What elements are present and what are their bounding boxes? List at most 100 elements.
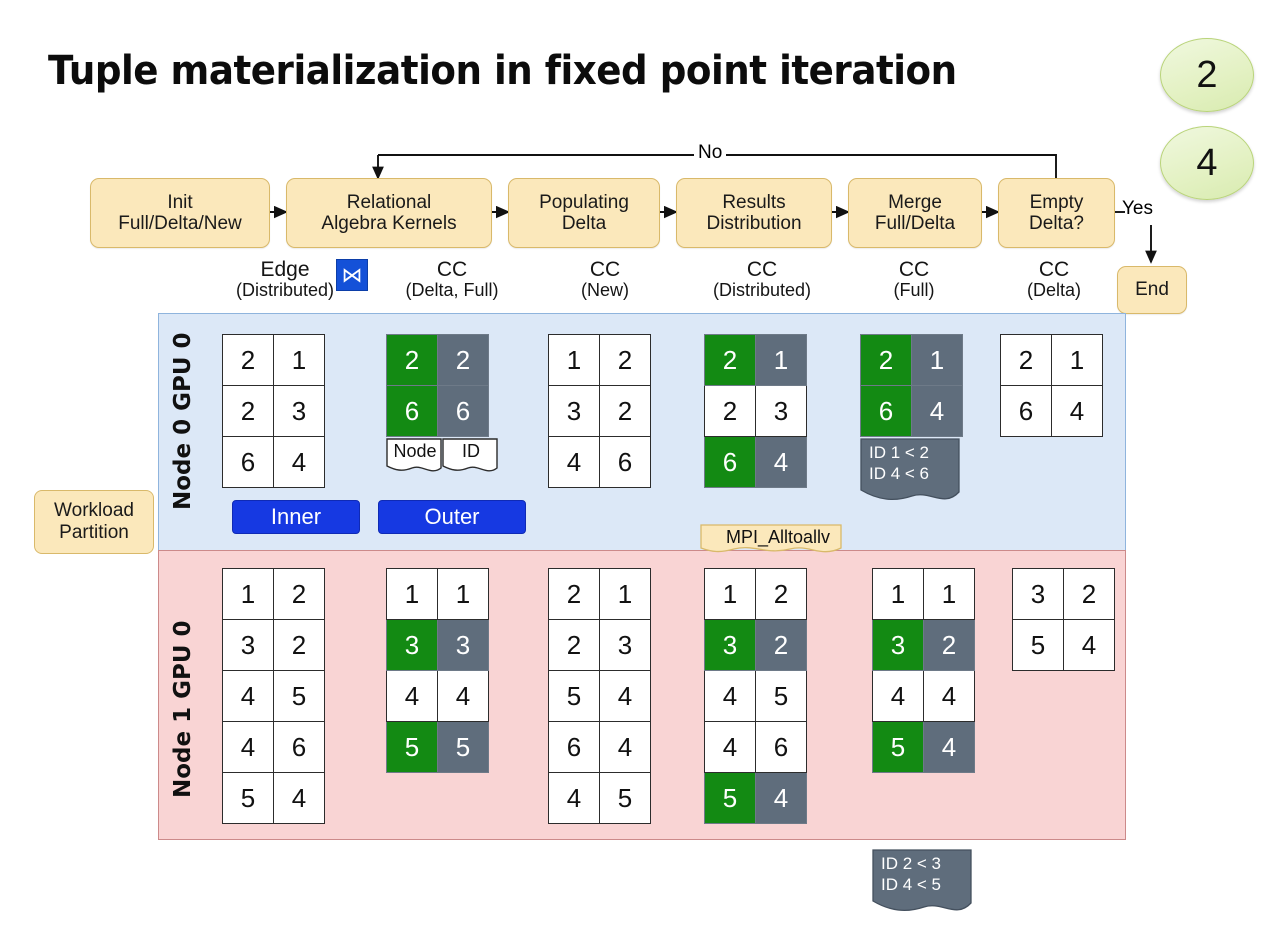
table-cell: 2	[273, 619, 325, 671]
badge-2: 2	[1160, 38, 1254, 112]
caption-cc-new: CC (New)	[540, 258, 670, 301]
table-cell: 2	[704, 385, 756, 437]
table-cell: 2	[273, 568, 325, 620]
table-cell: 4	[386, 670, 438, 722]
table-cell: 2	[548, 619, 600, 671]
flow-box-results-distribution[interactable]: Results Distribution	[676, 178, 832, 248]
flow-box-relational-algebra-kernels[interactable]: Relational Algebra Kernels	[286, 178, 492, 248]
flow-box-init[interactable]: Init Full/Delta/New	[90, 178, 270, 248]
table-cell: 3	[386, 619, 438, 671]
table-cell: 2	[1000, 334, 1052, 386]
table-cell: 3	[872, 619, 924, 671]
flow-box-empty-delta[interactable]: Empty Delta?	[998, 178, 1115, 248]
table-cell: 6	[1000, 385, 1052, 437]
table-cell: 5	[222, 772, 274, 824]
page-title: Tuple materialization in fixed point ite…	[48, 48, 957, 94]
caption-edge-distributed: Edge (Distributed)	[215, 258, 355, 301]
table-cell: 1	[599, 568, 651, 620]
table-cell: 1	[548, 334, 600, 386]
panel-label-node-0: Node 0 GPU 0	[170, 332, 196, 510]
table-cell: 2	[437, 334, 489, 386]
flow-box-merge-full-delta[interactable]: Merge Full/Delta	[848, 178, 982, 248]
table-cell: 5	[872, 721, 924, 773]
header-id: ID	[462, 441, 480, 461]
table-cell: 4	[923, 721, 975, 773]
table-cell: 4	[273, 772, 325, 824]
flow-line: Relational	[346, 191, 432, 213]
table-cell: 5	[755, 670, 807, 722]
table-cell: 1	[386, 568, 438, 620]
note-line: ID 4 < 6	[869, 463, 930, 483]
pill-inner[interactable]: Inner	[232, 500, 360, 534]
note-id-compare-node1: ID 2 < 3 ID 4 < 5	[872, 849, 981, 926]
panel-label-node-1: Node 1 GPU 0	[170, 620, 196, 798]
callout-text: MPI_Alltoallv	[725, 527, 831, 547]
table-cell: 4	[704, 670, 756, 722]
caption-cc-delta-full: CC (Delta, Full)	[382, 258, 522, 301]
flow-line: Populating	[539, 191, 629, 213]
flow-line: Empty	[1029, 191, 1084, 213]
table-cell: 4	[599, 670, 651, 722]
table-cell: 1	[222, 568, 274, 620]
table-cell: 5	[273, 670, 325, 722]
table-cell: 2	[755, 568, 807, 620]
table-cell: 4	[704, 721, 756, 773]
table-cell: 2	[548, 568, 600, 620]
table-cell: 4	[599, 721, 651, 773]
note-line: ID 2 < 3	[881, 854, 942, 873]
table-cell: 1	[923, 568, 975, 620]
table-cell: 6	[599, 436, 651, 488]
table-cell: 6	[704, 436, 756, 488]
pill-outer[interactable]: Outer	[378, 500, 526, 534]
edge-label-no: No	[694, 142, 727, 164]
callout-line: Partition	[59, 522, 129, 543]
table-cell: 4	[1063, 619, 1115, 671]
note-line: ID 1 < 2	[869, 443, 930, 462]
table-cell: 4	[911, 385, 963, 437]
flow-box-end[interactable]: End	[1117, 266, 1187, 314]
flow-line: End	[1135, 279, 1169, 301]
flow-box-populating-delta[interactable]: Populating Delta	[508, 178, 660, 248]
table-cell: 5	[704, 772, 756, 824]
caption-sub: (Full)	[893, 280, 935, 301]
header-node: Node	[393, 441, 437, 461]
flow-line: Full/Delta	[874, 213, 956, 234]
table-cell: 2	[704, 334, 756, 386]
table-cell: 6	[548, 721, 600, 773]
table-cell: 4	[222, 670, 274, 722]
table-cell: 2	[1063, 568, 1115, 620]
caption-sub: (Distributed)	[712, 280, 812, 301]
table-cell: 6	[755, 721, 807, 773]
table-cell: 4	[755, 436, 807, 488]
